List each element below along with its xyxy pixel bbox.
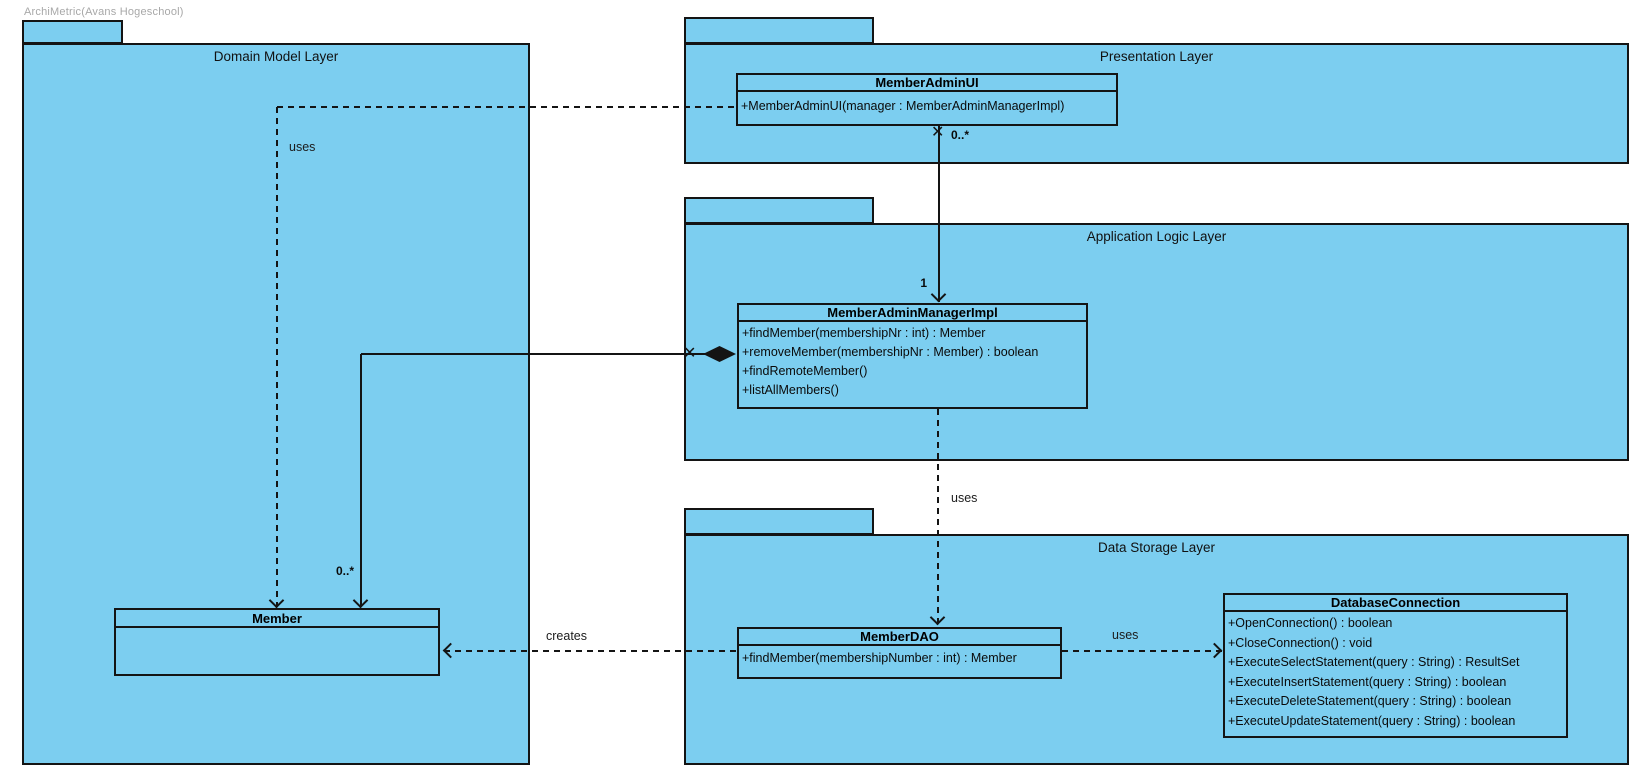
composition-line-manager-to-member-vertical [360, 354, 362, 607]
package-title-application-logic-layer: Application Logic Layer [1086, 229, 1227, 244]
class-method: +ExecuteInsertStatement(query : String) … [1228, 674, 1507, 689]
class-name: Member [116, 610, 438, 628]
class-method: +removeMember(membershipNr : Member) : b… [742, 345, 1039, 359]
package-title-domain-model-layer: Domain Model Layer [213, 49, 339, 64]
class-name: DatabaseConnection [1225, 595, 1566, 612]
package-title-presentation-layer: Presentation Layer [1099, 49, 1214, 64]
dependency-label-uses: uses [289, 140, 316, 154]
class-memberadminui: MemberAdminUI +MemberAdminUI(manager : M… [736, 73, 1118, 126]
class-method: +findMember(membershipNr : int) : Member [742, 326, 986, 340]
class-memberdao: MemberDAO +findMember(membershipNumber :… [737, 627, 1062, 679]
class-name: MemberDAO [739, 629, 1060, 646]
class-method: +findRemoteMember() [742, 364, 868, 378]
class-method: +ExecuteUpdateStatement(query : String) … [1228, 713, 1516, 728]
dependency-label-uses: uses [951, 491, 978, 505]
dependency-line-ui-to-member-vertical [276, 107, 278, 607]
association-line-ui-to-manager [938, 126, 940, 302]
dependency-line-dao-to-member [444, 650, 737, 652]
class-databaseconnection: DatabaseConnection +OpenConnection() : b… [1223, 593, 1568, 738]
package-title-data-storage-layer: Data Storage Layer [1097, 540, 1216, 555]
class-memberadminmanagerimpl: MemberAdminManagerImpl +findMember(membe… [737, 303, 1088, 409]
class-empty-body [116, 628, 438, 631]
package-tab-data-storage-layer [684, 508, 874, 535]
composition-diamond-icon [703, 346, 736, 362]
watermark-text: ArchiMetric(Avans Hogeschool) [24, 6, 184, 18]
dependency-line-manager-to-dao [937, 409, 939, 624]
class-member: Member [114, 608, 440, 676]
class-method: +MemberAdminUI(manager : MemberAdminMana… [741, 99, 1065, 113]
dependency-label-creates: creates [546, 629, 587, 643]
package-tab-domain-model-layer [22, 20, 123, 44]
dependency-label-uses: uses [1112, 628, 1139, 642]
package-tab-application-logic-layer [684, 197, 874, 224]
multiplicity-member: 0..* [335, 564, 354, 578]
x-marker-icon: ✕ [931, 122, 945, 141]
package-tab-presentation-layer [684, 17, 874, 44]
class-method: +listAllMembers() [742, 383, 839, 397]
class-method: +OpenConnection() : boolean [1228, 616, 1393, 630]
composition-line-manager-to-member-horizontal [361, 353, 706, 355]
class-method: +CloseConnection() : void [1228, 635, 1373, 650]
class-name: MemberAdminUI [738, 75, 1116, 92]
class-method: +ExecuteDeleteStatement(query : String) … [1228, 694, 1512, 708]
dependency-line-ui-to-member-horizontal [277, 106, 736, 108]
class-method: +findMember(membershipNumber : int) : Me… [742, 651, 1017, 665]
class-name: MemberAdminManagerImpl [739, 305, 1086, 322]
dependency-line-dao-to-databaseconnection [1062, 650, 1222, 652]
multiplicity-source: 0..* [951, 128, 970, 142]
multiplicity-target: 1 [920, 276, 927, 290]
class-method: +ExecuteSelectStatement(query : String) … [1228, 655, 1520, 669]
x-marker-icon: ✕ [683, 343, 697, 362]
